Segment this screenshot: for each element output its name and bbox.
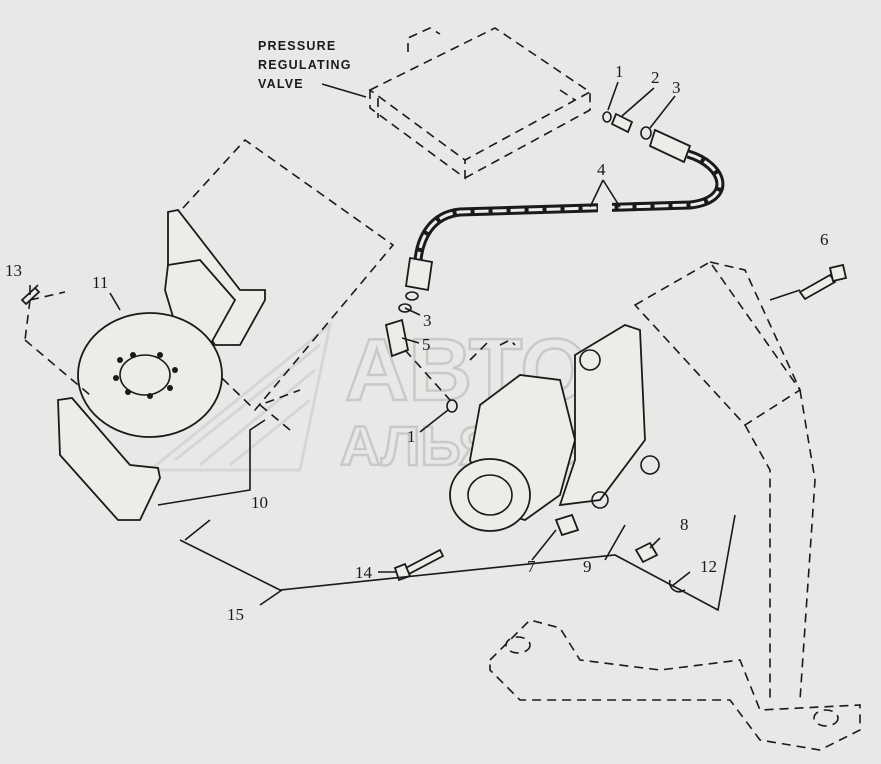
callout-8: 8 [680,515,689,534]
callout-1-top: 1 [615,62,624,81]
fittings-top [602,81,692,164]
brake-caliper [258,324,660,537]
callout-3-mid: 3 [423,311,432,330]
callout-4: 4 [597,160,606,179]
watermark-logo-icon [145,321,333,472]
callout-9: 9 [583,557,592,576]
hydraulic-hose [413,149,725,261]
callout-13: 13 [5,261,22,280]
callout-7: 7 [527,557,536,576]
valve-label-line-3: VALVE [258,77,304,91]
leader-lines [29,285,801,612]
callout-3-top: 3 [672,78,681,97]
callout-5: 5 [422,335,431,354]
callout-1-mid: 1 [407,427,416,446]
brake-pads-and-rotor [24,138,395,521]
pressure-regulating-valve [368,27,592,180]
valve-label: PRESSURE REGULATING VALVE [258,39,367,98]
bolts [20,263,848,593]
valve-label-line-1: PRESSURE [258,39,336,53]
callouts: 1 2 3 4 3 5 1 6 7 8 9 10 11 12 13 14 15 [5,62,829,624]
callout-6: 6 [820,230,829,249]
mounting-bracket [489,260,861,751]
callout-2: 2 [651,68,660,87]
valve-label-line-2: REGULATING [258,58,352,72]
callout-15: 15 [227,605,244,624]
callout-14: 14 [355,563,373,582]
callout-10: 10 [251,493,268,512]
callout-11: 11 [92,273,108,292]
callout-12: 12 [700,557,717,576]
fittings-lower [384,256,458,413]
